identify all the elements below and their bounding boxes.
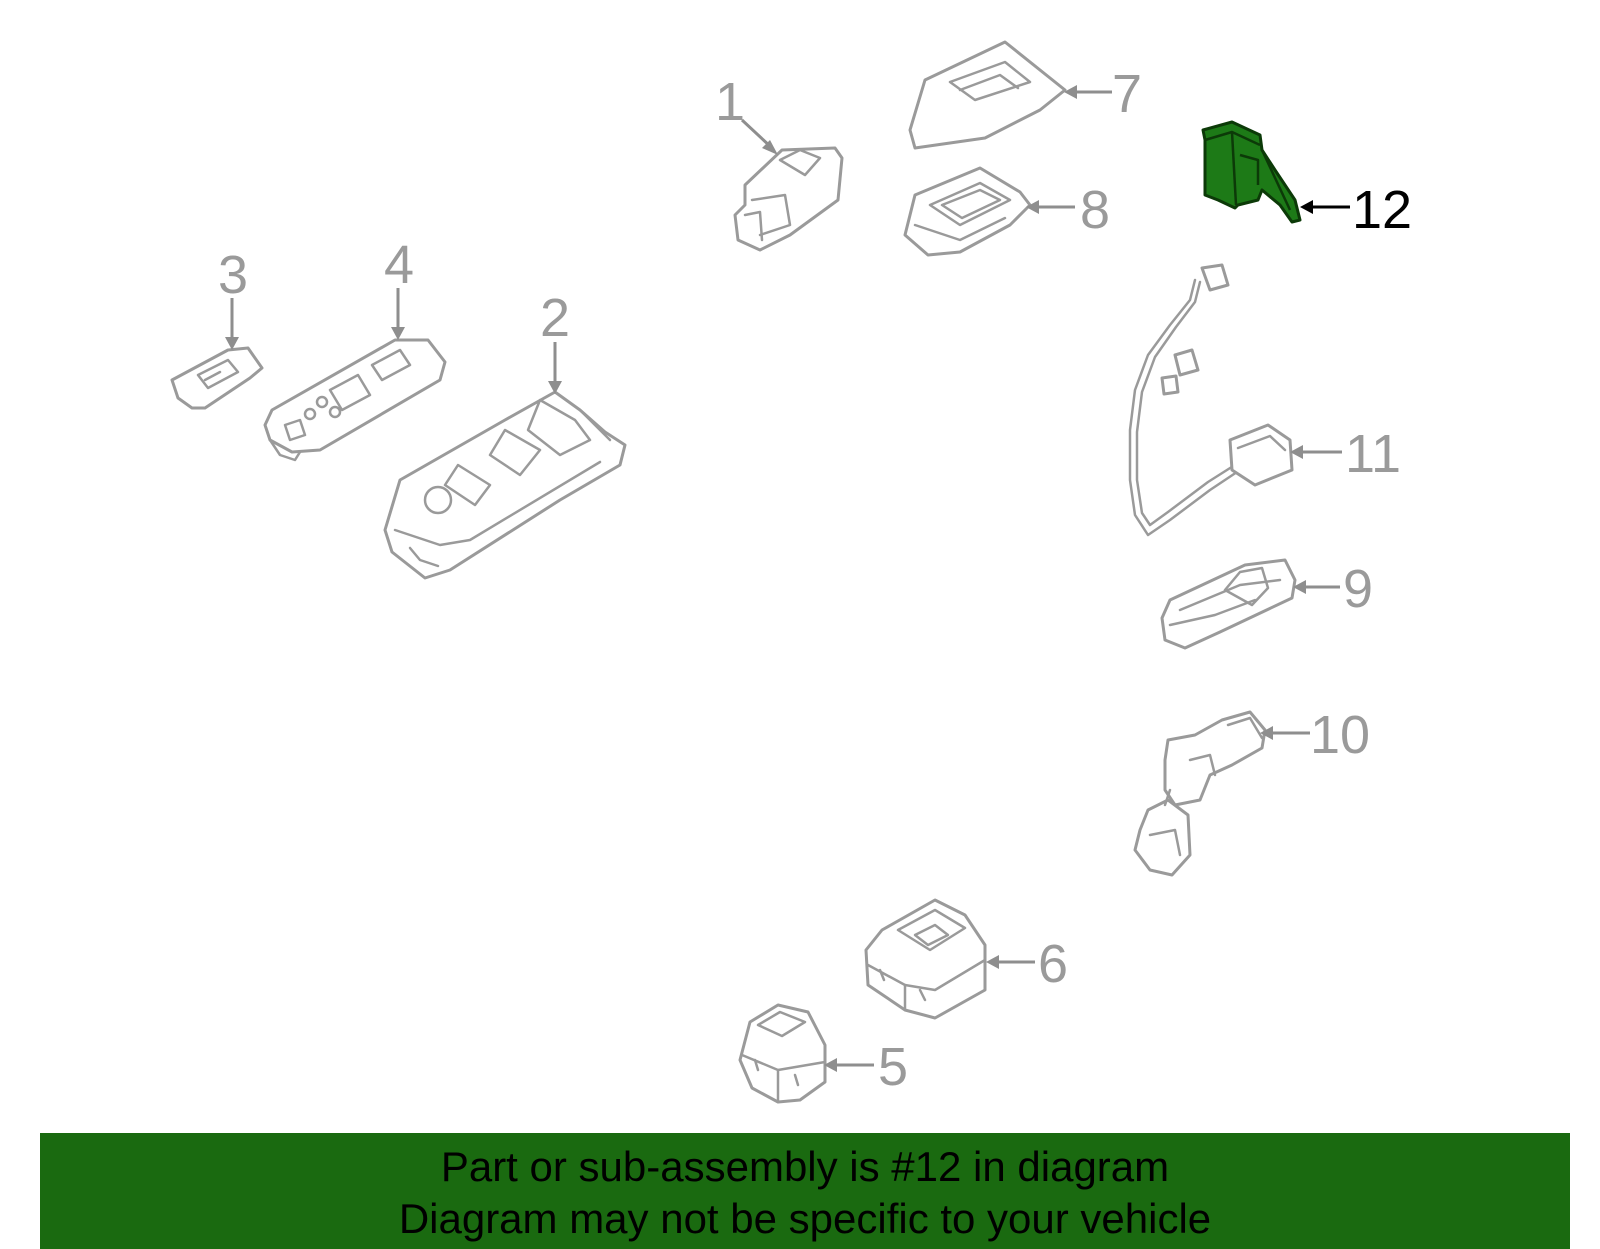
callout-6: 6 <box>1038 934 1068 994</box>
part-7-bezel <box>908 40 1067 150</box>
part-4-switch-bezel <box>263 338 447 462</box>
part-3-bezel <box>170 346 264 410</box>
arrowhead-11 <box>1290 445 1303 459</box>
part-11-harness <box>1128 263 1294 537</box>
part-9-lamp <box>1160 558 1297 650</box>
callout-4: 4 <box>384 235 414 295</box>
part-12-connector <box>1201 120 1302 224</box>
arrowhead-7 <box>1064 85 1077 99</box>
arrowhead-8 <box>1026 200 1039 214</box>
arrowhead-4 <box>391 327 405 340</box>
part-5-switch <box>738 1003 827 1104</box>
part-10-sensor <box>1133 710 1267 877</box>
part-2-master-switch <box>383 390 627 580</box>
part-8-switch-module <box>903 166 1032 257</box>
callout-8: 8 <box>1080 180 1110 240</box>
callout-7: 7 <box>1112 64 1142 124</box>
callout-12: 12 <box>1352 180 1412 240</box>
callout-5: 5 <box>878 1037 908 1097</box>
arrowhead-12 <box>1300 200 1313 214</box>
callout-2: 2 <box>540 288 570 348</box>
info-banner: Part or sub-assembly is #12 in diagram D… <box>40 1133 1570 1249</box>
arrowhead-5 <box>824 1058 837 1072</box>
part-6-switch-block <box>864 898 987 1020</box>
callout-1: 1 <box>715 72 745 132</box>
callout-10: 10 <box>1310 705 1370 765</box>
banner-line-part: Part or sub-assembly is #12 in diagram <box>440 1143 1170 1190</box>
callout-9: 9 <box>1343 559 1373 619</box>
callout-11: 11 <box>1345 424 1401 484</box>
callout-3: 3 <box>218 245 248 305</box>
arrowhead-9 <box>1293 580 1306 594</box>
arrowhead-3 <box>225 337 239 350</box>
arrowhead-1 <box>762 140 778 155</box>
banner-line-disclaimer: Diagram may not be specific to your vehi… <box>398 1195 1212 1242</box>
arrowhead-2 <box>548 381 562 394</box>
part-1-switch <box>733 146 844 252</box>
arrowhead-10 <box>1260 726 1273 740</box>
arrowhead-6 <box>986 955 999 969</box>
